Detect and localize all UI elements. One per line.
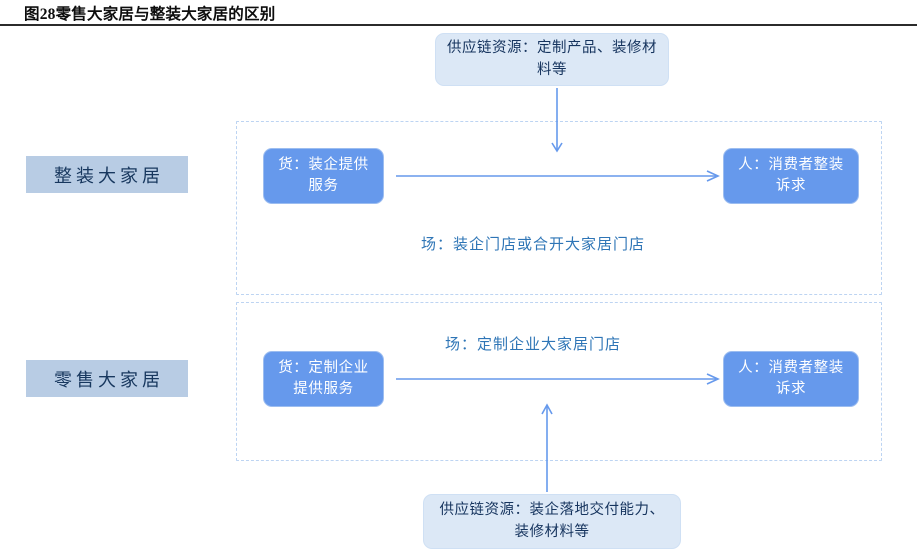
group-container-zhengzhuang xyxy=(236,121,882,295)
supply-chain-node-top: 供应链资源：定制产品、装修材料等 xyxy=(435,33,669,86)
goods-node-zhengzhuang: 货：装企提供服务 xyxy=(263,148,384,204)
channel-caption-zhengzhuang: 场：装企门店或合开大家居门店 xyxy=(421,237,646,253)
side-label-lingshou: 零售大家居 xyxy=(26,360,188,397)
side-label-zhengzhuang: 整装大家居 xyxy=(26,156,188,193)
supply-chain-node-bottom: 供应链资源：装企落地交付能力、装修材料等 xyxy=(423,494,681,549)
goods-node-lingshou: 货：定制企业提供服务 xyxy=(263,351,384,407)
title-divider-rule xyxy=(0,24,917,26)
group-container-lingshou xyxy=(236,302,882,461)
consumer-node-zhengzhuang: 人：消费者整装诉求 xyxy=(723,148,859,204)
channel-caption-lingshou: 场：定制企业大家居门店 xyxy=(445,337,622,353)
figure-title: 图28零售大家居与整装大家居的区别 xyxy=(24,6,276,23)
consumer-node-lingshou: 人：消费者整装诉求 xyxy=(723,351,859,407)
